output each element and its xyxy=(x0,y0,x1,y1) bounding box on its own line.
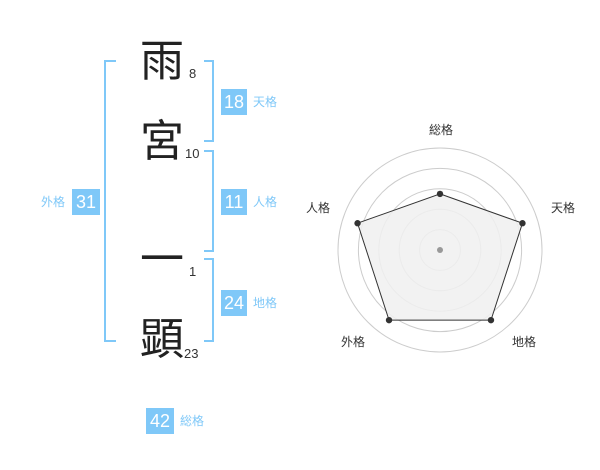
radar-score-polygon xyxy=(356,193,524,321)
stroke-count-1: 8 xyxy=(189,66,197,81)
gaikaku-value-badge: 31 xyxy=(72,189,100,215)
name-char-2: 宮 xyxy=(140,116,184,167)
stroke-count-3: 1 xyxy=(189,264,197,279)
radar-center-dot xyxy=(437,247,443,253)
radar-grid-ring xyxy=(337,147,543,353)
radar-axis-label-chikaku: 地格 xyxy=(512,334,536,349)
radar-grid-ring xyxy=(357,167,523,333)
radar-point xyxy=(519,220,526,227)
radar-points xyxy=(354,190,526,324)
tenkaku-label: 天格 xyxy=(253,95,278,109)
radar-point xyxy=(354,220,361,227)
tenkaku-bracket xyxy=(204,60,214,142)
soukaku-value-badge: 42 xyxy=(146,408,174,434)
gaikaku-label: 外格 xyxy=(41,195,66,209)
jinkaku-label: 人格 xyxy=(253,195,278,209)
jinkaku-value-badge: 11 xyxy=(221,189,247,215)
radar-point xyxy=(385,316,393,324)
radar-axis-label-gaikaku: 外格 xyxy=(341,334,365,349)
name-char-3: 一 xyxy=(140,234,184,285)
chikaku-label: 地格 xyxy=(253,296,278,310)
name-char-1: 雨 xyxy=(140,36,184,87)
radar-point xyxy=(487,316,495,324)
gaikaku-bracket xyxy=(104,60,116,342)
name-char-4: 顕 xyxy=(140,314,184,365)
tenkaku-value-badge: 18 xyxy=(221,89,247,115)
chikaku-bracket xyxy=(204,258,214,342)
chikaku-value-badge: 24 xyxy=(221,290,247,316)
soukaku-label: 総格 xyxy=(180,414,205,428)
stroke-count-4: 23 xyxy=(184,346,199,361)
jinkaku-bracket xyxy=(204,150,214,252)
radar-axis-label-soukaku: 総格 xyxy=(429,122,453,137)
stroke-count-2: 10 xyxy=(185,146,200,161)
radar-axis-label-tenkaku: 天格 xyxy=(551,200,575,215)
radar-point xyxy=(436,190,444,198)
radar-axis-label-jinkaku: 人格 xyxy=(306,200,330,215)
